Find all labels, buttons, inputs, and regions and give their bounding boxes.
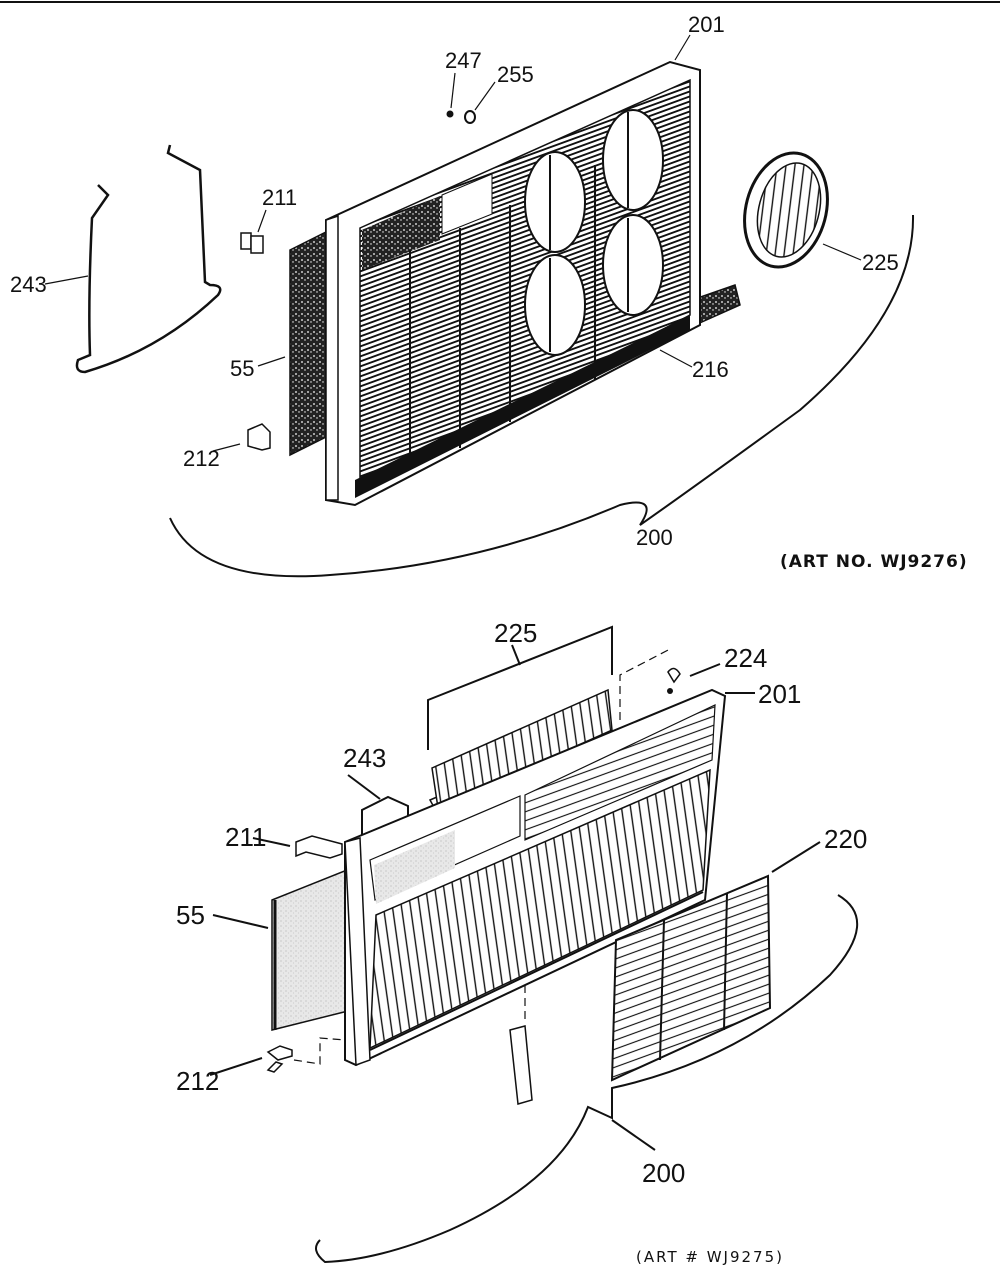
handle-243-part: [361, 795, 409, 842]
callout-225: 225: [862, 250, 899, 275]
callout-211: 211: [225, 822, 266, 852]
callout-224: 224: [724, 643, 767, 673]
handle-243-part: [75, 144, 222, 374]
callout-255: 255: [497, 62, 534, 87]
callout-220: 220: [824, 824, 867, 854]
callout-200: 200: [642, 1158, 685, 1188]
callout-225: 225: [494, 618, 537, 648]
clip-211-part: [295, 835, 343, 859]
callout-212: 212: [183, 446, 220, 471]
upper-diagram: 247 255 201 211 243 55 212 225 216 200: [10, 12, 915, 578]
callout-216: 216: [692, 357, 729, 382]
callout-201: 201: [758, 679, 801, 709]
callout-243: 243: [10, 272, 47, 297]
callout-55: 55: [176, 900, 205, 930]
grille-220-part: [610, 874, 772, 1082]
callout-247: 247: [445, 48, 482, 73]
filter-55-part: [271, 866, 353, 1031]
brace-200: [315, 894, 859, 1264]
knob-224-part: [667, 667, 681, 684]
art-number-caption-upper: (ART NO. WJ9276): [780, 552, 968, 572]
clip-211-part: [240, 232, 252, 250]
lower-diagram: 225 224 201 243 211 220 55 212 200: [176, 618, 867, 1264]
callout-200: 200: [636, 525, 673, 550]
callout-243: 243: [343, 743, 386, 773]
clip-212-part: [247, 423, 271, 451]
louver-225-part: [431, 688, 613, 810]
brace-200: [169, 214, 915, 578]
washer-247-part: [446, 110, 454, 118]
callout-55: 55: [230, 356, 254, 381]
callout-212: 212: [176, 1066, 219, 1096]
trim-strip-216-part: [355, 315, 690, 498]
grommet-255-part: [464, 110, 476, 124]
clip-212-part: [266, 1045, 293, 1073]
art-number-caption-lower: (ART # WJ9275): [636, 1248, 784, 1266]
callout-211: 211: [262, 185, 297, 210]
callout-201: 201: [688, 12, 725, 37]
